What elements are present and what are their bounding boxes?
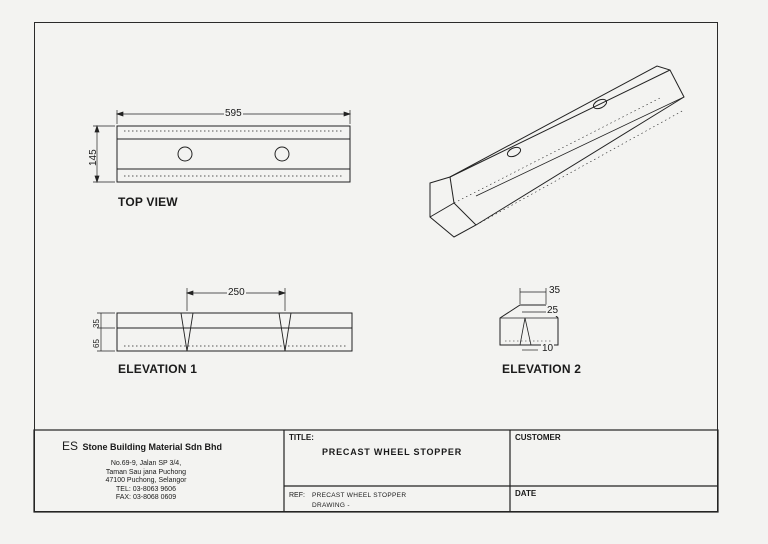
- top-view-width-value: 145: [88, 149, 99, 166]
- company-address: No.69-9, Jalan SP 3/4, Taman Sau jana Pu…: [46, 460, 246, 503]
- elevation1-spacing-value: 250: [227, 287, 246, 298]
- top-view-length-value: 595: [224, 108, 243, 119]
- company-name-text: Stone Building Material Sdn Bhd: [82, 442, 222, 452]
- title-block-frame: [33, 429, 719, 513]
- elevation2-mid-value: 25: [546, 305, 560, 316]
- customer-label: CUSTOMER: [515, 433, 561, 442]
- elevation1-label: ELEVATION 1: [118, 362, 198, 376]
- elevation1-outline: [116, 312, 353, 352]
- company-name: ES Stone Building Material Sdn Bhd: [62, 437, 222, 455]
- drawing-label: DRAWING -: [312, 502, 350, 509]
- company-prefix: ES: [62, 439, 79, 453]
- address-line: Taman Sau jana Puchong: [105, 468, 187, 476]
- title-value: PRECAST WHEEL STOPPER: [322, 447, 462, 457]
- isometric-view: [429, 65, 685, 238]
- title-label: TITLE:: [289, 433, 314, 442]
- elevation2-outline: [499, 304, 559, 346]
- top-view-label: TOP VIEW: [118, 195, 178, 209]
- elevation2-label: ELEVATION 2: [502, 362, 582, 376]
- top-view-width-dimension: [93, 124, 115, 184]
- elevation1-upper-value: 35: [92, 319, 101, 328]
- date-label: DATE: [515, 489, 537, 498]
- elevation1-lower-value: 65: [92, 339, 101, 348]
- elevation2-bottom-value: 10: [541, 343, 555, 354]
- ref-value: PRECAST WHEEL STOPPER: [312, 492, 407, 499]
- elevation1-height-dimension: [97, 312, 115, 352]
- address-line: FAX: 03-8068 0609: [115, 494, 177, 501]
- elevation2-top-value: 35: [548, 285, 562, 296]
- ref-label: REF:: [289, 492, 305, 499]
- top-view-outline: [116, 125, 351, 183]
- address-line: TEL: 03-8063 9606: [116, 485, 176, 493]
- elevation2-dimensions: [519, 288, 547, 351]
- address-line: 47100 Puchong, Selangor: [105, 477, 187, 484]
- address-line: No.69-9, Jalan SP 3/4,: [110, 460, 182, 467]
